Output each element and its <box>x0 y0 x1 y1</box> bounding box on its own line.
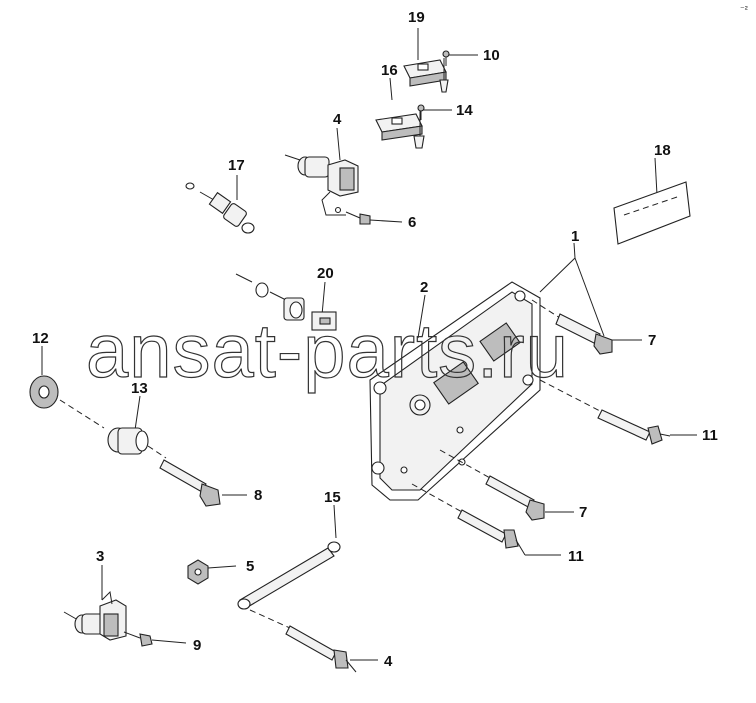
part-4-stud-lower <box>249 609 357 673</box>
watermark-text: ansat-parts.ru <box>86 309 569 394</box>
part-6-bolt <box>345 211 371 225</box>
part-20-connector <box>235 273 337 331</box>
callout-7-lower: 7 <box>579 504 587 521</box>
callout-15: 15 <box>324 489 341 506</box>
callout-19: 19 <box>408 9 425 26</box>
callout-1: 1 <box>571 228 579 245</box>
callout-20: 20 <box>317 265 334 282</box>
callout-16: 16 <box>381 62 398 79</box>
callout-labels: 19 10 16 14 4 17 6 18 1 20 2 12 7 13 11 … <box>32 9 718 670</box>
corner-mark: ⁻² <box>740 4 748 14</box>
callout-8: 8 <box>254 487 262 504</box>
part-12-spacer <box>29 375 105 429</box>
part-4-sensor-upper <box>284 154 359 216</box>
part-14-screw <box>417 104 425 120</box>
part-9-bolt <box>123 631 153 647</box>
part-16-connector-bracket <box>375 110 425 149</box>
callout-11-lower: 11 <box>568 548 584 565</box>
part-2-control-module <box>369 281 541 501</box>
part-15-ground-strap <box>237 541 341 610</box>
callout-17: 17 <box>228 157 245 174</box>
part-13-bushing <box>107 427 167 459</box>
leader-lines <box>41 28 697 661</box>
callout-2: 2 <box>420 279 428 296</box>
callout-14: 14 <box>456 102 473 119</box>
part-18-label-plate <box>613 181 691 245</box>
part-19-connector-bracket <box>403 58 449 93</box>
part-3-sensor-lower <box>63 590 127 641</box>
callout-7-upper: 7 <box>648 332 656 349</box>
part-11-stud-upper <box>539 379 671 445</box>
callout-4-upper: 4 <box>333 111 342 128</box>
callout-12: 12 <box>32 330 49 347</box>
part-8-bolt <box>159 459 221 507</box>
callout-11-upper: 11 <box>702 427 718 444</box>
part-11-stud-lower <box>411 483 526 556</box>
part-17-sensor <box>185 182 255 234</box>
part-10-screw <box>442 50 450 66</box>
callout-5: 5 <box>246 558 254 575</box>
callout-13: 13 <box>131 380 148 397</box>
callout-9: 9 <box>193 637 201 654</box>
callout-4-lower: 4 <box>384 653 393 670</box>
callout-10: 10 <box>483 47 500 64</box>
callout-6: 6 <box>408 214 416 231</box>
callout-3: 3 <box>96 548 104 565</box>
part-7-bolt-lower <box>439 449 545 521</box>
part-1-bolt-upper <box>531 299 613 355</box>
callout-18: 18 <box>654 142 671 159</box>
part-5-nut <box>187 559 209 585</box>
